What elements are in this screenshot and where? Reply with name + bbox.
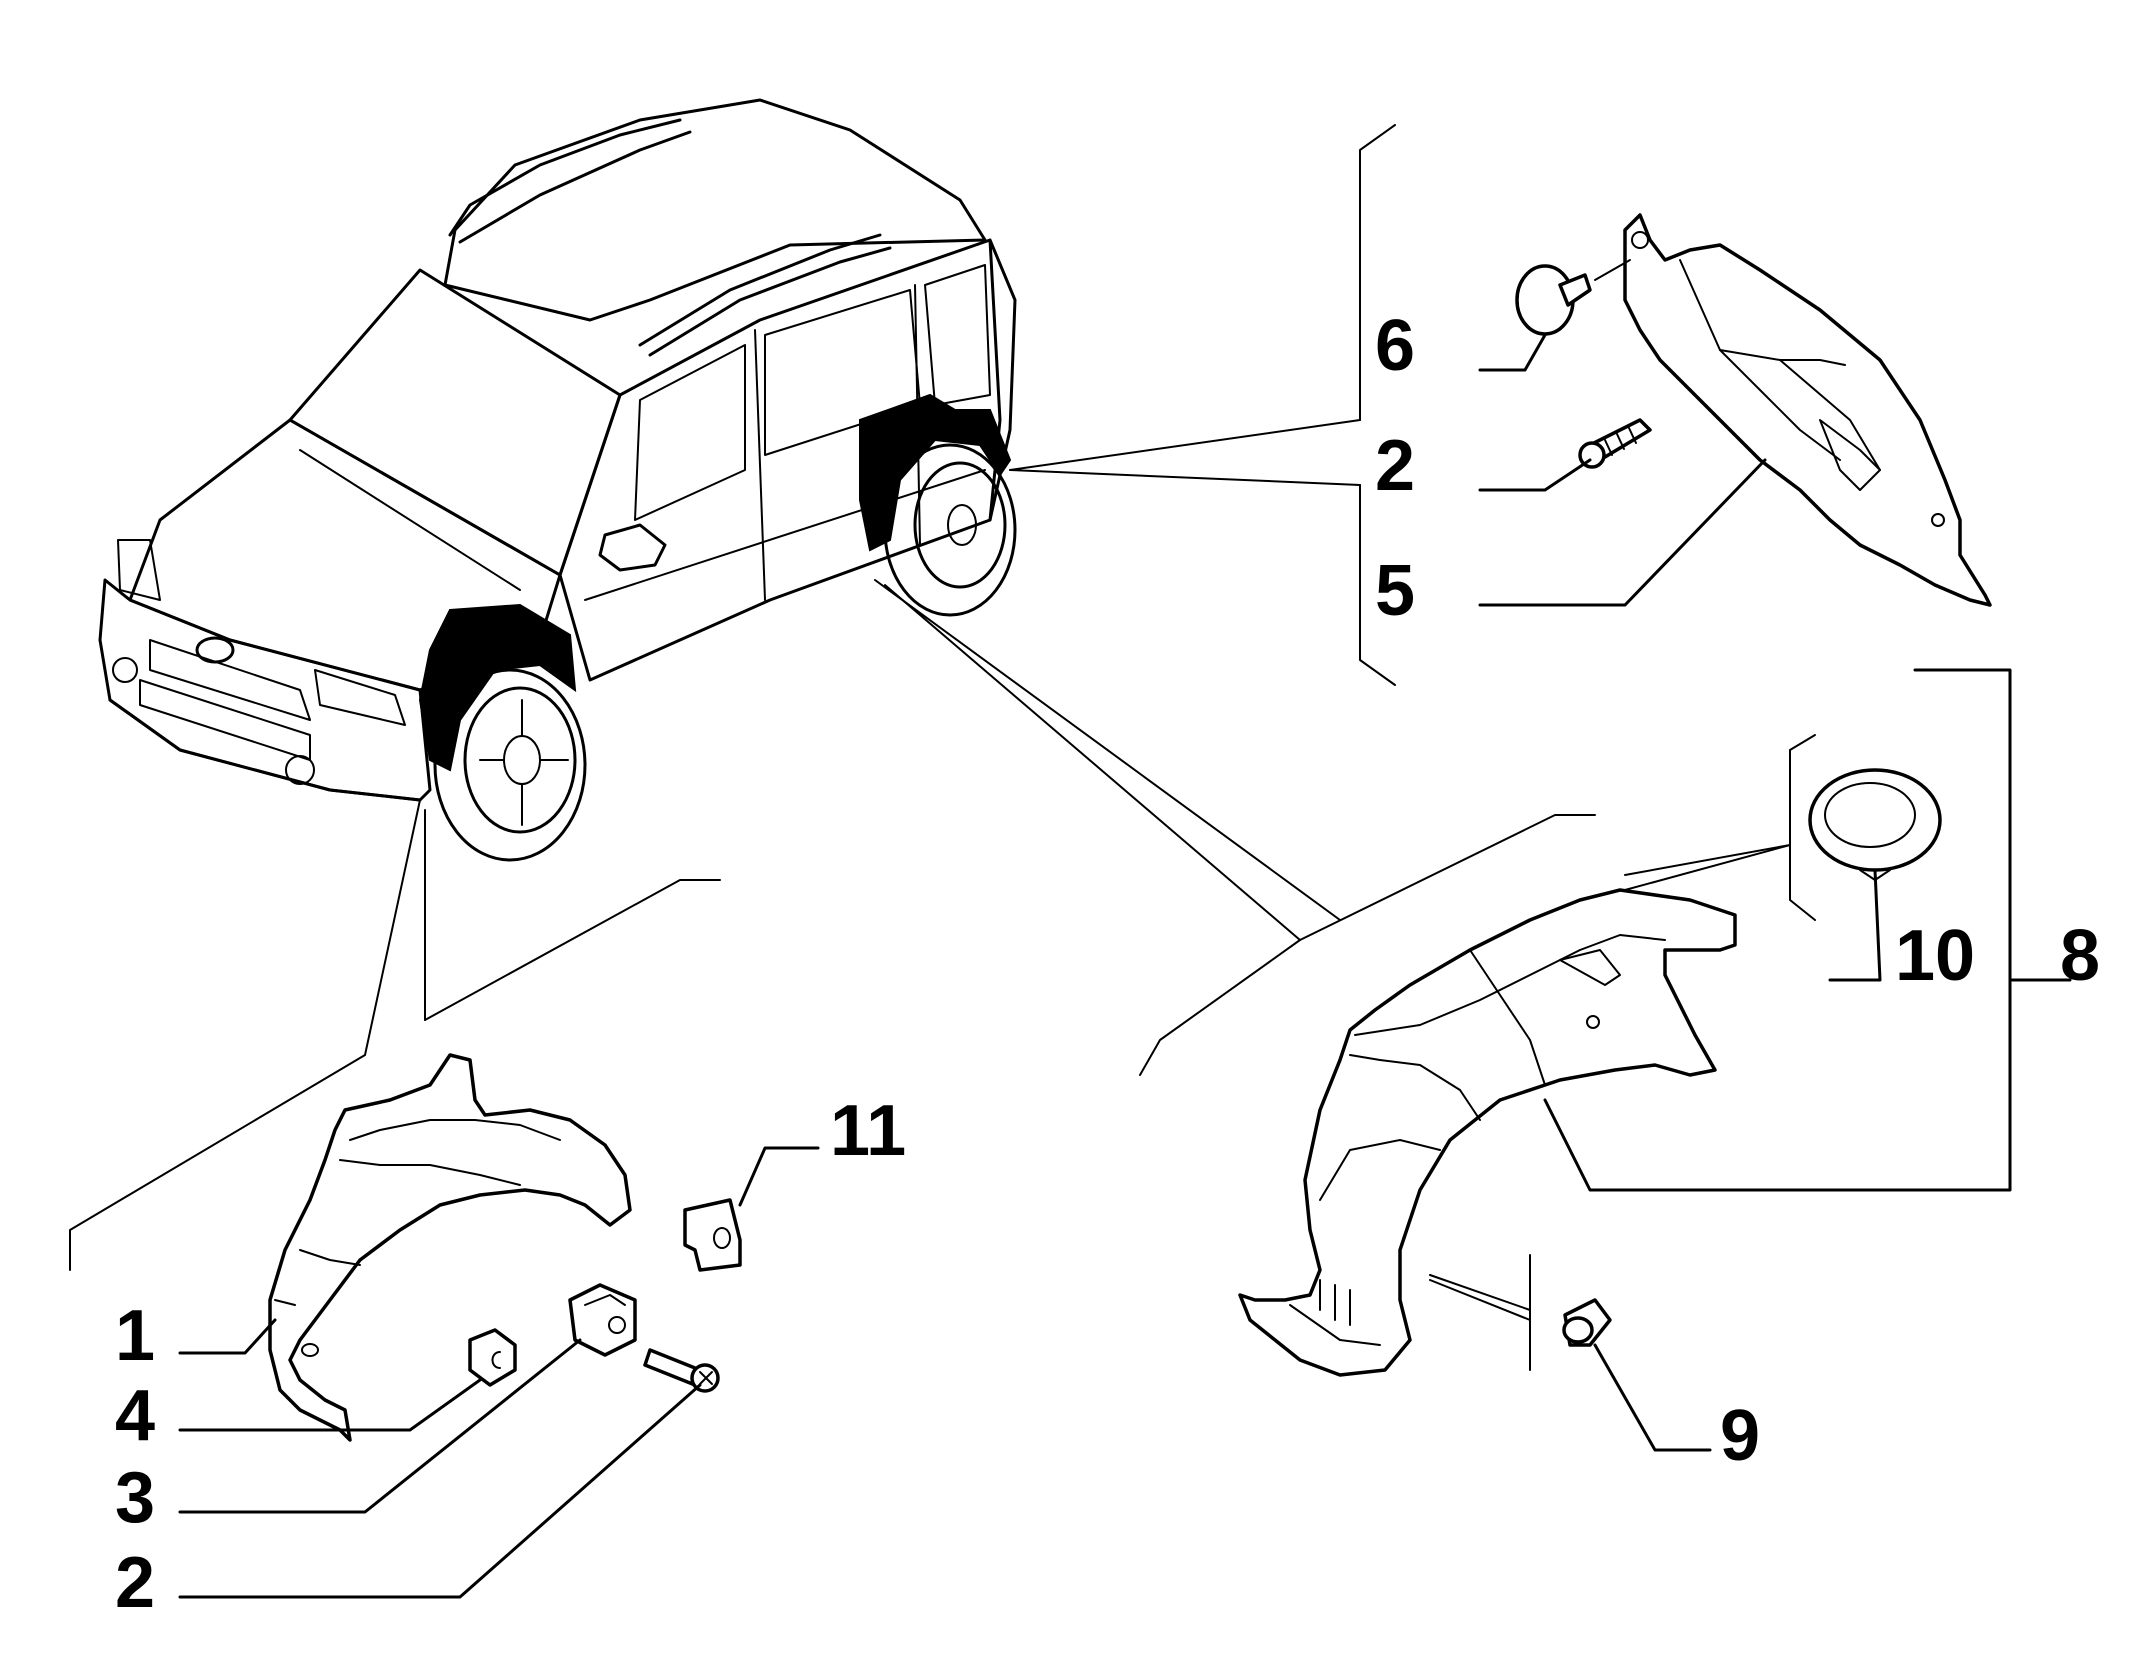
rear-wheel-icon <box>883 443 1017 617</box>
callout-2-rear: 2 <box>1375 426 1415 506</box>
front-wheel-arch-liner-icon <box>268 1053 632 1442</box>
callout-4: 4 <box>115 1376 155 1456</box>
front-arch-highlight <box>418 603 577 772</box>
rear-arch-highlight <box>859 393 1012 552</box>
callout-9: 9 <box>1720 1396 1760 1476</box>
bushing-icon <box>1562 1298 1612 1347</box>
screw-icon <box>1578 418 1652 469</box>
screw-icon <box>643 1348 720 1393</box>
round-plug-icon <box>1808 768 1942 881</box>
leader-lines <box>364 419 1361 1056</box>
callout-3: 3 <box>115 1458 155 1538</box>
callout-1: 1 <box>115 1296 155 1376</box>
front-wheel-icon <box>433 668 587 862</box>
rear-wheel-arch-liner-icon <box>1238 888 1737 1377</box>
bracket-lines <box>69 124 2072 1371</box>
callout-5: 5 <box>1375 551 1415 631</box>
callout-11: 11 <box>830 1091 906 1171</box>
callout-10: 10 <box>1895 916 1975 996</box>
u-nut-icon <box>683 1198 742 1272</box>
hex-nut-icon <box>468 1328 517 1387</box>
callout-2-front: 2 <box>115 1543 155 1623</box>
rear-liner-upper-icon <box>1623 213 1992 607</box>
push-rivet-icon <box>1515 259 1631 336</box>
callout-6: 6 <box>1375 306 1415 386</box>
callout-8: 8 <box>2060 916 2100 996</box>
callout-leaders <box>178 333 1882 1599</box>
spring-clip-icon <box>568 1283 637 1357</box>
